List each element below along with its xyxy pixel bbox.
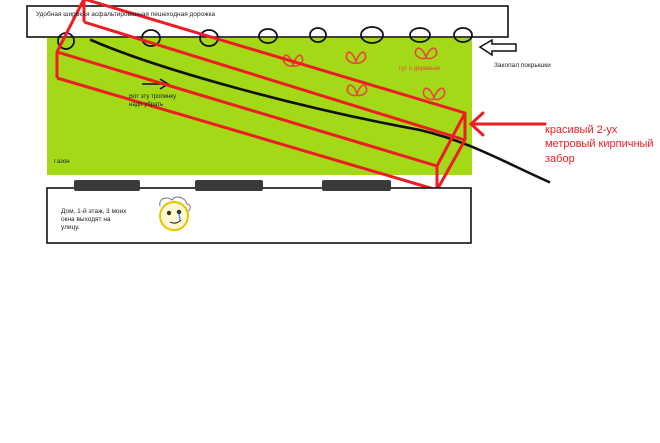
tire-icon xyxy=(258,28,278,44)
lawn-area xyxy=(47,38,472,175)
arrow-left-icon xyxy=(478,38,517,57)
walkway-label-wrap: Удобная широкая асфальтированная пешеход… xyxy=(36,11,216,18)
walkway-label: Удобная широкая асфальтированная пешеход… xyxy=(36,11,216,18)
lawn-label: Газон xyxy=(54,159,70,165)
heart-icon xyxy=(422,87,446,101)
dug-tires-label-wrap: Закопал покрышки xyxy=(494,62,551,69)
trees-group xyxy=(282,47,446,101)
fence-label: красивый 2-ух метровый кирпичный забор xyxy=(545,124,654,165)
window-icon xyxy=(195,180,263,191)
tire-icon xyxy=(409,27,431,43)
tire-icon xyxy=(360,26,384,44)
heart-icon xyxy=(282,54,304,67)
tire-icon xyxy=(453,27,473,43)
tire-icon xyxy=(309,27,327,43)
heart-icon xyxy=(345,51,367,64)
brick-fence xyxy=(55,0,467,192)
window-icon xyxy=(322,180,391,191)
heart-icon xyxy=(346,84,368,97)
house-label-wrap: Дом, 1-й этаж, 3 моих окна выходят на ул… xyxy=(61,208,127,232)
trees-label: Тут 5 деревьев xyxy=(398,66,441,72)
path-remove-label: Вот эту тропинку надо убрать xyxy=(129,94,177,108)
path-remove-label-wrap: Вот эту тропинку надо убрать xyxy=(129,94,177,108)
lawn-label-wrap: Газон xyxy=(54,159,70,165)
windows-group xyxy=(74,180,391,191)
dug-tires-label: Закопал покрышки xyxy=(494,62,551,69)
fence-pointer-arrow xyxy=(468,111,547,137)
house-label: Дом, 1-й этаж, 3 моих окна выходят на ул… xyxy=(61,208,127,232)
footpath-line xyxy=(89,38,551,184)
trees-label-wrap: Тут 5 деревьев xyxy=(398,66,441,72)
fence-label-wrap: красивый 2-ух метровый кирпичный забор xyxy=(545,124,654,165)
smiley-face-icon xyxy=(159,196,191,231)
tire-icon xyxy=(141,29,161,47)
heart-icon xyxy=(414,47,438,60)
walkway-box xyxy=(26,5,509,38)
window-icon xyxy=(74,180,140,191)
house-box xyxy=(46,187,472,244)
